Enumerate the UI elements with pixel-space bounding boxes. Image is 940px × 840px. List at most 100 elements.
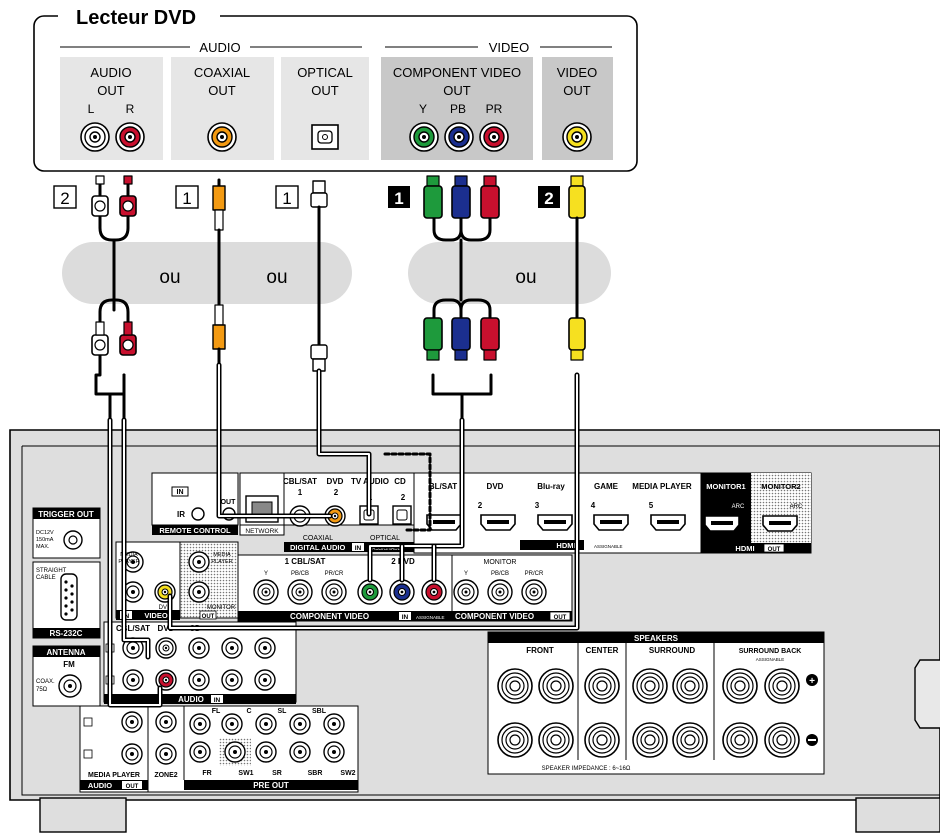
svg-text:CBL/SAT: CBL/SAT bbox=[283, 477, 317, 486]
speakers-label: SPEAKERS bbox=[634, 634, 679, 643]
or-label-1: ou bbox=[159, 267, 180, 288]
video-in-media2-jack bbox=[188, 551, 210, 573]
svg-text:IN: IN bbox=[355, 545, 362, 552]
component-out-pr-jack bbox=[521, 579, 547, 605]
svg-text:MAX.: MAX. bbox=[36, 544, 50, 550]
svg-text:MEDIA PLAYER: MEDIA PLAYER bbox=[88, 772, 140, 779]
component-pb-jack bbox=[444, 122, 474, 152]
svg-text:Blu-ray: Blu-ray bbox=[537, 482, 565, 491]
svg-text:ASSIGNABLE: ASSIGNABLE bbox=[594, 544, 623, 549]
coaxial-out-label: COAXIAL bbox=[194, 65, 250, 80]
receiver-panel: TRIGGER OUT DC12V 150mA MAX. STRAIGHT CA… bbox=[9, 429, 940, 833]
hdmi-out-label: HDMI bbox=[735, 544, 754, 553]
svg-text:DVD: DVD bbox=[158, 624, 175, 633]
svg-text:AUDIO: AUDIO bbox=[88, 781, 112, 790]
svg-text:FL: FL bbox=[212, 708, 221, 715]
hdmi-in-5-port bbox=[650, 514, 686, 531]
video-jack bbox=[562, 122, 592, 152]
svg-text:OUT: OUT bbox=[202, 614, 215, 620]
svg-text:CABLE: CABLE bbox=[36, 575, 56, 581]
svg-text:PB: PB bbox=[450, 102, 466, 116]
svg-text:MEDIA PLAYER: MEDIA PLAYER bbox=[632, 482, 692, 491]
number-component: 1 bbox=[394, 189, 403, 208]
number-optical: 1 bbox=[282, 189, 291, 208]
svg-text:MONITOR1: MONITOR1 bbox=[706, 482, 745, 491]
svg-text:OUT: OUT bbox=[221, 499, 237, 506]
audio-plugs-bottom: L R bbox=[91, 321, 137, 356]
svg-text:ARC: ARC bbox=[790, 504, 803, 510]
speaker-impedance-label: SPEAKER IMPEDANCE : 6~16Ω bbox=[542, 766, 631, 772]
trigger-out-label: TRIGGER OUT bbox=[38, 510, 94, 519]
svg-text:ARC: ARC bbox=[732, 504, 745, 510]
number-audio: 2 bbox=[60, 189, 69, 208]
svg-text:GAME: GAME bbox=[594, 482, 619, 491]
media-out-r-jack bbox=[121, 743, 143, 765]
component-pr-jack bbox=[479, 122, 509, 152]
component-y-jack bbox=[409, 122, 439, 152]
media-out-l-jack bbox=[121, 711, 143, 733]
svg-text:Y: Y bbox=[419, 102, 427, 116]
svg-text:SR: SR bbox=[272, 770, 282, 777]
svg-text:2: 2 bbox=[478, 501, 483, 510]
monitor-out-jack bbox=[188, 581, 210, 603]
svg-text:C: C bbox=[246, 708, 251, 715]
svg-text:MONITOR: MONITOR bbox=[484, 559, 517, 566]
svg-text:SL: SL bbox=[278, 708, 288, 715]
svg-text:SBL: SBL bbox=[312, 708, 327, 715]
svg-text:OPTICAL: OPTICAL bbox=[370, 535, 400, 542]
svg-text:OUT: OUT bbox=[311, 83, 339, 98]
svg-text:CENTER: CENTER bbox=[586, 646, 619, 655]
dvd-player-panel: Lecteur DVD AUDIO VIDEO AUDIO OUT L R CO… bbox=[33, 4, 638, 172]
optical-jack bbox=[311, 124, 339, 150]
audio-in-label: AUDIO bbox=[178, 695, 204, 704]
component-in2-pb-jack bbox=[389, 579, 415, 605]
svg-text:R: R bbox=[126, 102, 135, 116]
svg-text:Y: Y bbox=[464, 571, 468, 577]
svg-text:PLAYER: PLAYER bbox=[211, 559, 232, 565]
svg-text:Y: Y bbox=[264, 571, 268, 577]
svg-text:SW2: SW2 bbox=[340, 770, 355, 777]
antenna-label: ANTENNA bbox=[46, 648, 85, 657]
component-out-pb-jack bbox=[487, 579, 513, 605]
component-in1-pb-jack bbox=[287, 579, 313, 605]
audio-in-dvd-r-jack bbox=[155, 669, 177, 691]
audio-l-jack bbox=[80, 122, 110, 152]
fm-antenna-jack bbox=[58, 674, 82, 698]
svg-text:DVD: DVD bbox=[327, 477, 344, 486]
svg-text:MEDIA: MEDIA bbox=[213, 552, 231, 558]
svg-text:OUT: OUT bbox=[208, 83, 236, 98]
cables: L R L R bbox=[91, 175, 586, 708]
svg-text:IN: IN bbox=[214, 697, 221, 704]
svg-text:PB/CB: PB/CB bbox=[291, 571, 309, 577]
svg-text:L: L bbox=[88, 102, 95, 116]
svg-text:150mA: 150mA bbox=[36, 537, 54, 543]
audio-plugs-top: L R bbox=[91, 175, 137, 217]
video-label: VIDEO bbox=[144, 611, 168, 620]
svg-text:1 CBL/SAT: 1 CBL/SAT bbox=[285, 557, 326, 566]
svg-text:5: 5 bbox=[649, 501, 654, 510]
svg-text:BL/SAT: BL/SAT bbox=[429, 482, 457, 491]
svg-text:2: 2 bbox=[334, 488, 339, 497]
svg-text:ASSIGNABLE: ASSIGNABLE bbox=[372, 546, 404, 552]
svg-text:PB/CB: PB/CB bbox=[491, 571, 509, 577]
component-video-out-label: COMPONENT VIDEO bbox=[455, 612, 534, 621]
component-out-label: COMPONENT VIDEO bbox=[393, 65, 521, 80]
audio-in-cblsat-r-jack bbox=[122, 669, 144, 691]
svg-text:4: 4 bbox=[591, 501, 596, 510]
svg-text:OUT: OUT bbox=[768, 547, 781, 553]
svg-text:COAX.: COAX. bbox=[36, 679, 55, 685]
svg-text:OUT: OUT bbox=[443, 83, 471, 98]
svg-text:SBR: SBR bbox=[308, 770, 323, 777]
svg-text:DC12V: DC12V bbox=[36, 530, 54, 536]
remote-control-label: REMOTE CONTROL bbox=[159, 526, 231, 535]
hdmi-in-label: HDMI bbox=[556, 541, 575, 550]
optical-out-label: OPTICAL bbox=[297, 65, 353, 80]
rs232c-label: RS-232C bbox=[50, 629, 83, 638]
network-label: NETWORK bbox=[245, 528, 279, 535]
number-video: 2 bbox=[544, 189, 553, 208]
alternative-zones: ou ou ou bbox=[62, 242, 611, 304]
svg-text:3: 3 bbox=[535, 501, 540, 510]
svg-text:75Ω: 75Ω bbox=[36, 687, 48, 693]
coaxial-jack bbox=[207, 122, 237, 152]
